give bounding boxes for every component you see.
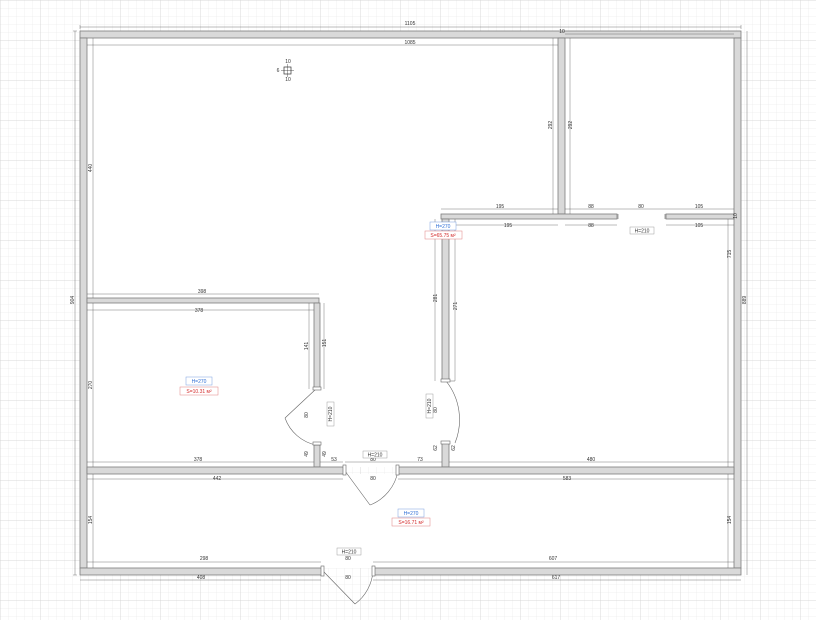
wall-outer-bottom-right: [372, 567, 742, 576]
dim-bottom-inner-right: 607: [549, 556, 558, 562]
dim-bottom-inner-left: 298: [200, 556, 209, 562]
dim-partition-right: 292: [568, 121, 574, 130]
dim-bottom-room-top-right: 583: [563, 476, 572, 482]
wall-hall-a: [86, 466, 346, 475]
door-leaf-hall-b: [395, 464, 400, 476]
dimension-lines: [73, 25, 748, 581]
dim-right-seg-bottom: 105: [695, 223, 704, 229]
walls: [79, 30, 742, 576]
dim-mid-wall-upper-left: 281: [433, 294, 439, 303]
door-top-right-label[interactable]: H=210: [635, 229, 650, 235]
room-label-left[interactable]: H=270 S=10.31 м²: [179, 376, 219, 396]
dim-left-outer: 904: [70, 296, 76, 305]
room-main-area: S=65.75 м²: [430, 233, 456, 239]
room-bottom-height: H=270: [404, 511, 419, 517]
dimension-labels: 1105 1085 10 904 440 889 715 292 292 195…: [70, 21, 748, 581]
door-entrance-label[interactable]: H=210: [342, 550, 357, 556]
wall-leftroom-top: [86, 297, 320, 304]
door-leaf-entrance: [320, 565, 325, 577]
wall-partition-vertical: [557, 37, 566, 215]
dim-door-seg-bottom: 88: [588, 223, 594, 229]
dim-top-right-gap: 10: [559, 29, 565, 35]
dim-left-room-height: 270: [88, 381, 94, 390]
origin-marker: 10 10 6: [277, 59, 294, 83]
wall-outer-top: [79, 30, 742, 39]
dim-hall-right-gap: 73: [417, 457, 423, 463]
dim-outer-top: 1105: [405, 21, 416, 27]
door-hall-label[interactable]: H=210: [368, 453, 383, 459]
wall-corridor-b: [665, 213, 735, 220]
wall-leftroom-right-upper: [313, 302, 321, 390]
door-middle-label[interactable]: H=210: [427, 398, 433, 413]
wall-corridor-a: [440, 213, 618, 220]
wall-middle-upper: [441, 218, 450, 382]
room-left-area: S=10.31 м²: [186, 389, 212, 395]
door-leaf-left-b: [312, 441, 322, 446]
dim-door-width-top: 80: [638, 204, 644, 210]
dim-right-upper: 715: [727, 250, 733, 259]
dim-inner-top-left: 1085: [404, 40, 415, 46]
dim-bottom-door-w: 80: [345, 556, 351, 562]
doors: [284, 214, 666, 605]
dim-left-room-right-upper-2: 151: [322, 339, 328, 348]
dim-partition-left: 292: [548, 121, 554, 130]
dim-left-door-h: 80: [304, 412, 310, 418]
room-main-height: H=270: [436, 224, 451, 230]
wall-outer-left: [79, 37, 88, 569]
door-left-room-label[interactable]: H=210: [328, 406, 334, 421]
dim-left-upper: 440: [88, 164, 94, 173]
wall-leftroom-right-lower: [313, 444, 321, 468]
room-bottom-area: S=16.71 м²: [398, 520, 424, 526]
dim-bottom-outer-right: 617: [552, 575, 561, 581]
room-label-bottom[interactable]: H=270 S=16.71 м²: [391, 508, 431, 527]
dim-mid-wall-upper-right: 271: [453, 302, 459, 311]
wall-outer-bottom-left: [79, 567, 324, 576]
dim-bottom-door-w-outer: 80: [345, 575, 351, 581]
door-swing-left: [284, 388, 317, 446]
dim-left-room-right-upper: 141: [304, 342, 310, 351]
door-swing-top: [617, 214, 666, 219]
dim-hall-door-w: 80: [370, 457, 376, 463]
room-label-main[interactable]: H=270 S=65.75 м²: [424, 221, 463, 240]
dim-left-door-bottom-left: 49: [304, 451, 310, 457]
dim-bottom-room-top-left: 442: [213, 476, 222, 482]
dim-right-outer: 889: [742, 296, 748, 305]
dim-left-door-bottom-right: 49: [322, 451, 328, 457]
door-labels: H=210 H=210 H=210 H=210 H=210: [326, 226, 655, 556]
dim-right-room-bottom: 480: [587, 457, 596, 463]
door-leaf-middle-b: [440, 440, 451, 445]
dim-right-seg-top: 105: [695, 204, 704, 210]
dim-hall-left-gap: 53: [331, 457, 337, 463]
dim-left-room-inner: 378: [195, 308, 204, 314]
dim-right-gap: 10: [733, 213, 739, 219]
door-leaf-hall: [342, 464, 347, 476]
dim-mid-door-h: 80: [433, 407, 439, 413]
marker-left-label: 6: [277, 68, 280, 74]
marker-bottom-label: 10: [285, 77, 291, 83]
dim-bottom-outer-left: 408: [197, 575, 206, 581]
wall-hall-b: [397, 466, 735, 475]
door-leaf-left: [312, 386, 322, 391]
marker-top-label: 10: [285, 59, 291, 65]
room-left-height: H=270: [192, 379, 207, 385]
wall-outer-right: [733, 37, 742, 569]
dim-mid-wall-bottom-right: 62: [451, 445, 457, 451]
dim-hall-door-w-2: 80: [370, 476, 376, 482]
dim-corridor-bottom: 195: [504, 223, 513, 229]
dim-left-room-top: 398: [198, 289, 207, 295]
dim-bottom-room-height-left: 154: [88, 516, 94, 525]
door-leaf-middle: [440, 378, 451, 383]
room-floors: [87, 38, 734, 568]
dim-door-seg-top: 88: [588, 204, 594, 210]
dim-mid-wall-bottom-left: 62: [433, 445, 439, 451]
dim-left-room-bottom: 378: [194, 457, 203, 463]
wall-middle-lower: [441, 442, 450, 468]
dim-bottom-room-height-right: 154: [727, 516, 733, 525]
dim-corridor-top: 195: [496, 204, 505, 210]
door-leaf-entrance-b: [371, 565, 376, 577]
